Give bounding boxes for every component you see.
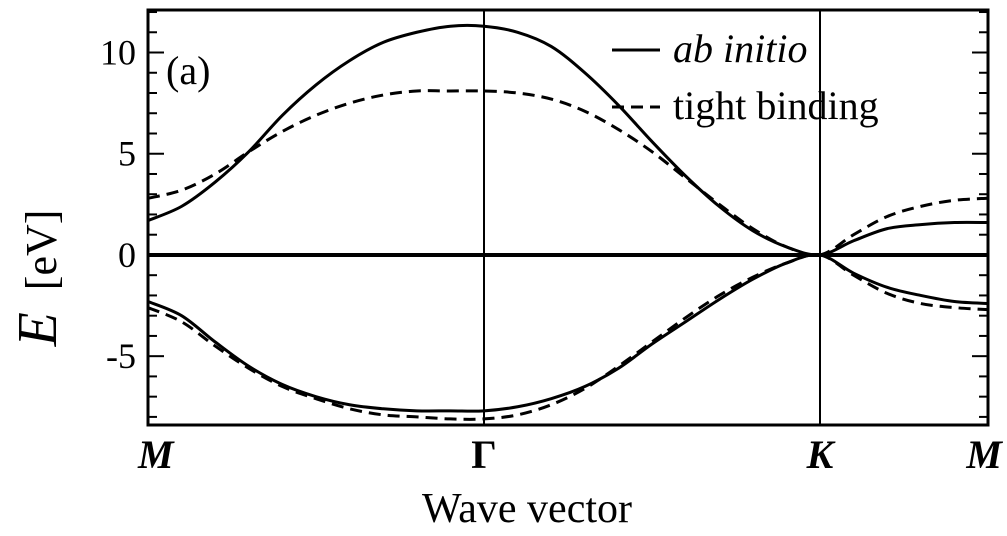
ab-initio-band-0 — [147, 23, 989, 257]
x-axis-title: Wave vector — [422, 486, 632, 532]
y-tick-label: -5 — [106, 336, 136, 376]
ab-initio-band-1 — [147, 253, 989, 413]
plot-frame — [146, 8, 990, 427]
series-layer — [147, 23, 989, 421]
tight-binding-band-1 — [147, 253, 989, 421]
legend-label-tight-binding: tight binding — [673, 83, 879, 128]
tick-marks — [148, 11, 988, 418]
svg-text:E[eV]: E [eV] — [7, 210, 69, 348]
legend-label-ab-initio: ab initio — [673, 26, 807, 71]
y-axis-title: E [eV] — [7, 210, 69, 348]
legend: ab initio tight binding — [612, 26, 879, 128]
x-point-label-1: Γ — [471, 432, 496, 477]
x-point-label-3: M — [965, 432, 1003, 477]
y-tick-label: 0 — [118, 235, 136, 275]
y-tick-label: 5 — [118, 134, 136, 174]
y-tick-labels: 10 5 0 -5 — [100, 33, 136, 377]
y-axis-unit: [eV] — [17, 210, 66, 291]
y-tick-label: 10 — [100, 33, 136, 73]
y-axis-symbol: E — [7, 312, 69, 347]
tight-binding-band-0 — [147, 89, 989, 257]
panel-label: (a) — [166, 48, 210, 93]
x-point-label-2: K — [806, 432, 836, 477]
grid-layer — [148, 10, 988, 425]
x-point-label-0: M — [137, 432, 175, 477]
